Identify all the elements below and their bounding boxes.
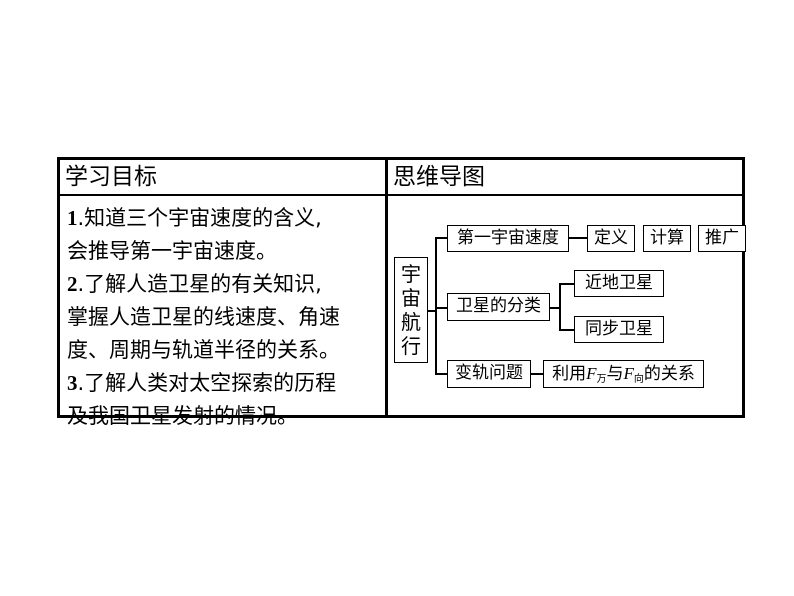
connector: [435, 237, 447, 239]
objective-text: 度、周期与轨道半径的关系。: [67, 338, 340, 362]
objective-number: 3: [67, 371, 78, 395]
leaf-near-earth-satellite: 近地卫星: [574, 270, 664, 297]
header-learning-objectives: 学习目标: [65, 164, 157, 190]
connector: [428, 310, 436, 312]
connector: [435, 237, 437, 374]
leaf-extension: 推广: [698, 225, 746, 252]
connector: [435, 307, 447, 309]
mind-map-root: 宇 宙 航 行: [394, 257, 428, 363]
objective-text: .了解人造卫星的有关知识,: [77, 272, 322, 296]
objective-number: 1: [67, 206, 78, 230]
leaf-force-relation: 利用F万与F向的关系: [543, 360, 704, 388]
header-mind-map: 思维导图: [393, 164, 485, 190]
objective-item: 1.知道三个宇宙速度的含义, 会推导第一宇宙速度。: [67, 202, 382, 268]
branch-first-cosmic-velocity: 第一宇宙速度: [447, 225, 569, 252]
leaf-geosynchronous-satellite: 同步卫星: [574, 316, 664, 343]
objective-text: 会推导第一宇宙速度。: [67, 239, 277, 263]
mind-map: 宇 宙 航 行 第一宇宙速度 定义 计算 推广 卫星的分类 近地卫星: [391, 197, 746, 415]
connector: [435, 373, 447, 375]
connector: [559, 283, 574, 285]
objective-text: 及我国卫星发射的情况。: [67, 404, 298, 428]
column-divider: [385, 160, 388, 415]
connector: [559, 329, 574, 331]
connector: [550, 307, 560, 309]
leaf-definition: 定义: [587, 225, 635, 252]
branch-orbit-change: 变轨问题: [447, 360, 531, 388]
learning-objectives-list: 1.知道三个宇宙速度的含义, 会推导第一宇宙速度。 2.了解人造卫星的有关知识,…: [67, 202, 382, 433]
objectives-table: 学习目标 思维导图 1.知道三个宇宙速度的含义, 会推导第一宇宙速度。 2.了解…: [57, 157, 746, 428]
objective-text: .知道三个宇宙速度的含义,: [77, 206, 322, 230]
objective-text: .了解人类对太空探索的历程: [77, 371, 337, 395]
leaf-calculation: 计算: [643, 225, 691, 252]
header-divider: [60, 194, 742, 196]
connector: [531, 373, 543, 375]
objective-item: 3.了解人类对太空探索的历程 及我国卫星发射的情况。: [67, 367, 382, 433]
connector: [569, 237, 587, 239]
objective-item: 2.了解人造卫星的有关知识, 掌握人造卫星的线速度、角速 度、周期与轨道半径的关…: [67, 268, 382, 367]
connector: [559, 283, 561, 330]
objective-text: 掌握人造卫星的线速度、角速: [67, 305, 340, 329]
objective-number: 2: [67, 272, 78, 296]
branch-satellite-classification: 卫星的分类: [447, 293, 550, 321]
